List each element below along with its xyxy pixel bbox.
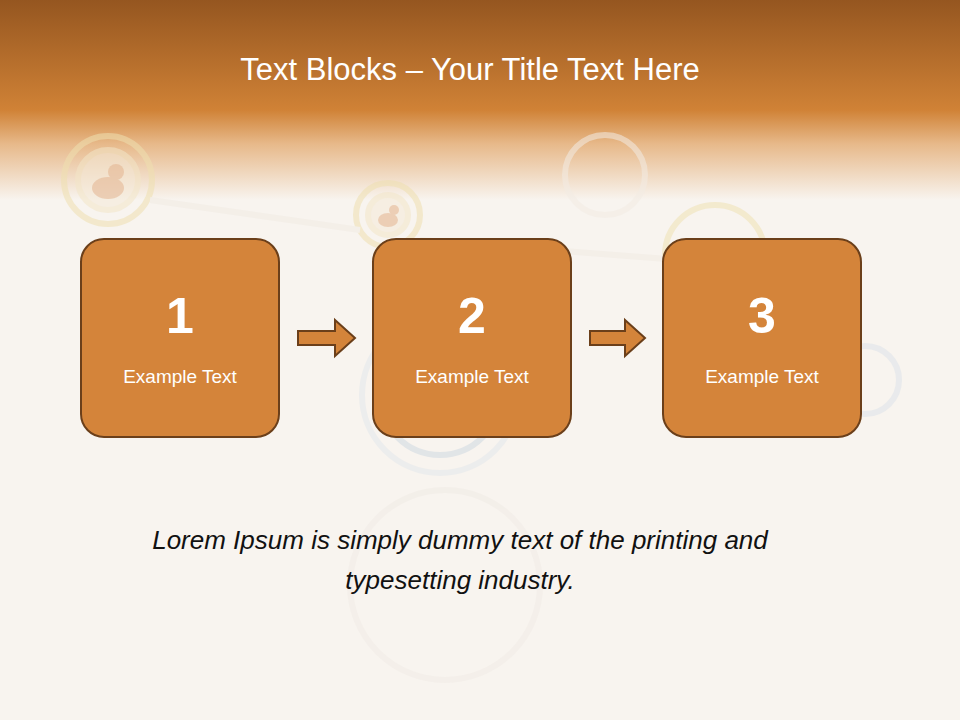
step-number: 1 — [166, 289, 194, 344]
block-arrow — [298, 320, 355, 356]
block-arrow — [590, 320, 645, 356]
header-band — [0, 0, 960, 200]
step-box: 2Example Text — [372, 238, 572, 438]
step-label: Example Text — [705, 366, 819, 388]
step-number: 2 — [458, 289, 486, 344]
bird-icon — [92, 164, 399, 227]
step-label: Example Text — [123, 366, 237, 388]
step-box: 1Example Text — [80, 238, 280, 438]
caption: Lorem Ipsum is simply dummy text of the … — [110, 520, 810, 600]
step-label: Example Text — [415, 366, 529, 388]
decor-circles — [64, 135, 899, 680]
step-box: 3Example Text — [662, 238, 862, 438]
step-number: 3 — [748, 289, 776, 344]
slide-title: Text Blocks – Your Title Text Here — [0, 52, 940, 88]
